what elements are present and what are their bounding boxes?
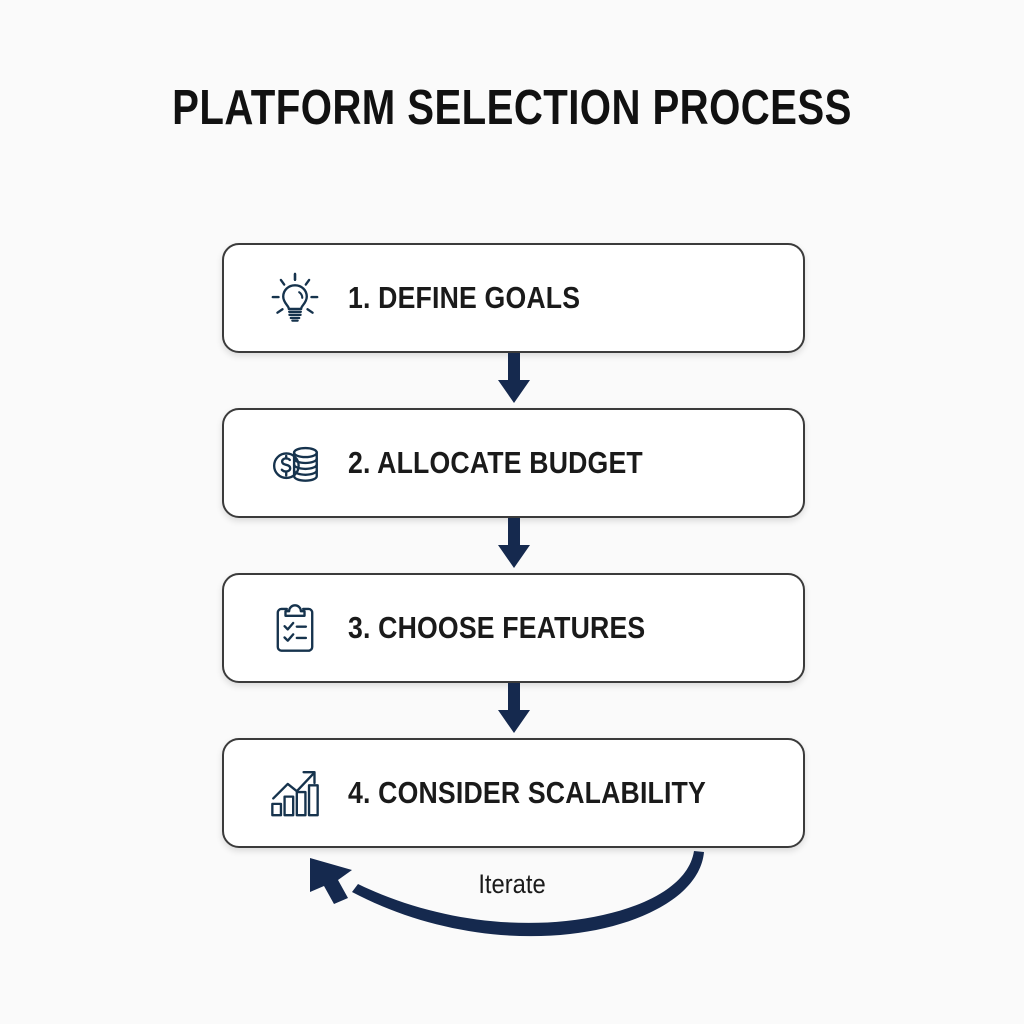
arrow-step1-to-step2 — [498, 353, 530, 403]
step-label-4: 4. CONSIDER SCALABILITY — [348, 775, 706, 810]
step-box-3[interactable]: 3. CHOOSE FEATURES — [222, 573, 805, 683]
lightbulb-icon — [271, 272, 319, 322]
step-label-2: 2. ALLOCATE BUDGET — [348, 445, 643, 480]
clipboard-checklist-icon — [276, 604, 314, 652]
coins-icon — [272, 446, 318, 482]
step-label-3: 3. CHOOSE FEATURES — [348, 610, 646, 645]
iterate-label: Iterate — [478, 869, 546, 899]
step-label-1: 1. DEFINE GOALS — [348, 280, 581, 315]
growth-chart-icon — [271, 770, 319, 817]
step-box-4[interactable]: 4. CONSIDER SCALABILITY — [222, 738, 805, 848]
arrow-step3-to-step4 — [498, 683, 530, 733]
step-box-2[interactable]: 2. ALLOCATE BUDGET — [222, 408, 805, 518]
iterate-feedback-arrow — [310, 851, 704, 937]
step-box-1[interactable]: 1. DEFINE GOALS — [222, 243, 805, 353]
page-title: PLATFORM SELECTION PROCESS — [172, 81, 852, 135]
arrow-step2-to-step3 — [498, 518, 530, 568]
